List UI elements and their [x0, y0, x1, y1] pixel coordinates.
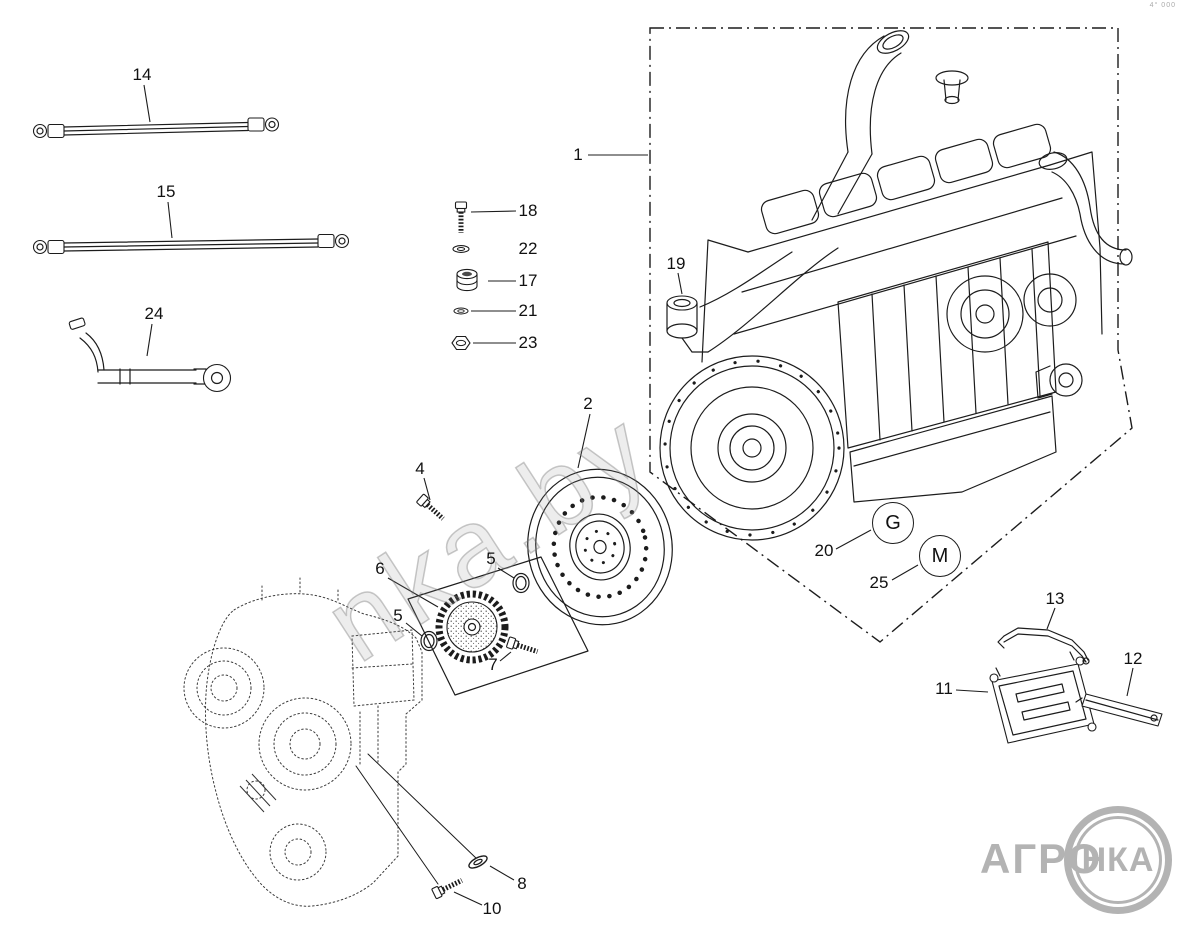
- callout-5b: 5: [393, 606, 403, 625]
- o-ring-5b: [420, 630, 438, 652]
- washer-21: [453, 307, 469, 315]
- callout-22: 22: [518, 239, 538, 258]
- transmission-ghost: [183, 577, 479, 907]
- callout-5a: 5: [486, 549, 496, 568]
- logo-circle: НКА: [1064, 806, 1172, 914]
- callout-4: 4: [415, 459, 425, 478]
- logo-circle-inner: НКА: [1074, 816, 1162, 904]
- callout-20: 20: [814, 541, 834, 560]
- fitting-19: [666, 295, 709, 353]
- logo-circle-text: НКА: [1081, 840, 1155, 879]
- washer-22: [452, 245, 470, 253]
- bolt-7: [506, 637, 539, 657]
- callout-19: 19: [666, 254, 686, 273]
- grommet-17: [456, 268, 478, 292]
- engine-illustration: [659, 30, 1133, 541]
- gear-6: [435, 590, 509, 664]
- hose-14: [32, 117, 280, 139]
- ground-cable-24: [68, 317, 232, 393]
- brand-logo: АГРО НКА: [960, 800, 1175, 920]
- engine-boundary: [649, 27, 1133, 643]
- callout-2: 2: [583, 394, 593, 413]
- adapter-panel: [407, 556, 589, 696]
- callout-24: 24: [144, 304, 164, 323]
- callout-8: 8: [517, 874, 527, 893]
- hose-15: [32, 233, 350, 255]
- bolt-4: [416, 494, 446, 523]
- bolt-10: [432, 875, 465, 898]
- motor-badge: M: [919, 535, 961, 577]
- nut-23: [451, 335, 471, 351]
- callout-21: 21: [518, 301, 538, 320]
- callout-13: 13: [1045, 589, 1065, 608]
- callout-10: 10: [482, 899, 502, 918]
- bracket-13: [997, 627, 1090, 665]
- callout-23: 23: [518, 333, 538, 352]
- callout-25: 25: [869, 573, 889, 592]
- washer-8: [466, 852, 490, 872]
- ecu-module-11: [989, 651, 1097, 744]
- generator-badge: G: [872, 502, 914, 544]
- drive-plate-2: [527, 468, 673, 626]
- callout-14: 14: [132, 65, 152, 84]
- callout-12: 12: [1123, 649, 1143, 668]
- bolt-18: [456, 202, 467, 233]
- callout-7: 7: [488, 655, 498, 674]
- callout-18: 18: [518, 201, 538, 220]
- callout-6: 6: [375, 559, 385, 578]
- callout-15: 15: [156, 182, 176, 201]
- strap-12: [1075, 693, 1163, 727]
- o-ring-5a: [512, 572, 530, 594]
- leader-lines: [143, 84, 1134, 906]
- flywheel-bell-housing: [659, 355, 845, 541]
- corner-mark: 4° 000: [1149, 2, 1176, 9]
- callout-11: 11: [935, 679, 953, 698]
- callout-1: 1: [573, 145, 583, 164]
- callout-17: 17: [518, 271, 538, 290]
